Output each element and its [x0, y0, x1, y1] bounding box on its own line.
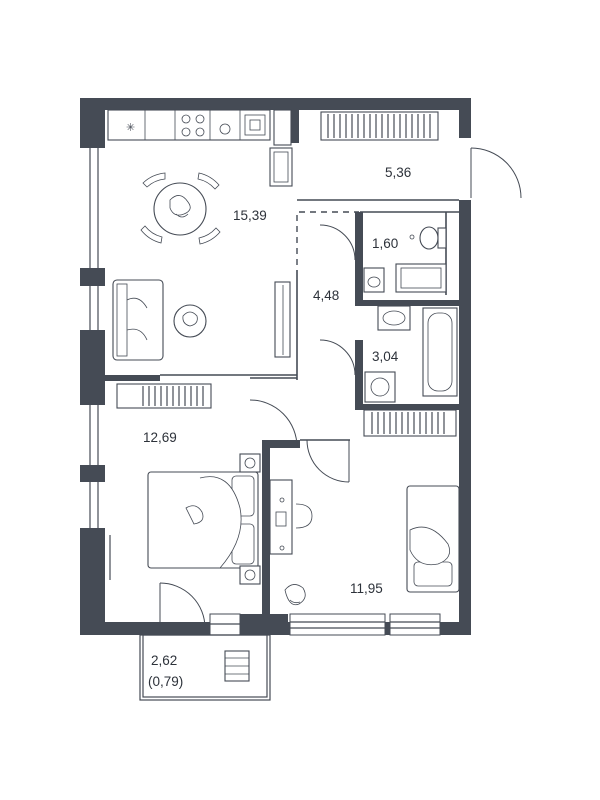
windows [80, 148, 441, 636]
toilet-fixtures [363, 226, 447, 293]
svg-text:✳: ✳ [126, 121, 135, 134]
dining-table [140, 172, 221, 245]
area-label-bedroom-left: 12,69 [143, 430, 177, 445]
area-labels: 15,39 5,36 1,60 4,48 3,04 12,69 11,95 2,… [143, 165, 411, 689]
area-label-corridor: 4,48 [313, 288, 339, 303]
area-label-balcony-reduced: (0,79) [148, 674, 183, 689]
hall-wardrobe [320, 111, 439, 141]
bedroom-left-furniture [116, 383, 261, 585]
area-label-kitchen-living: 15,39 [233, 208, 267, 223]
kitchen-counter: ✳ [107, 109, 293, 187]
doors [159, 147, 522, 629]
area-label-toilet: 1,60 [372, 236, 398, 251]
area-label-bedroom-right: 11,95 [350, 581, 383, 596]
area-label-hall: 5,36 [385, 165, 411, 180]
balcony [139, 634, 271, 701]
interior-walls [105, 199, 459, 441]
bathroom-fixtures [364, 305, 458, 403]
sofa-living [112, 279, 291, 361]
bedroom-right-furniture [269, 409, 460, 606]
area-label-balcony: 2,62 [151, 653, 177, 668]
area-label-bathroom: 3,04 [372, 349, 399, 364]
